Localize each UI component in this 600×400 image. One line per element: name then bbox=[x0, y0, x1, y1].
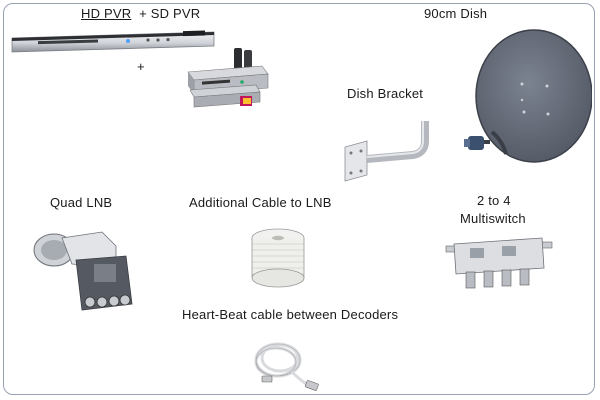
multiswitch-label-line1: 2 to 4 bbox=[477, 193, 511, 208]
satellite-dish-icon bbox=[462, 24, 592, 174]
cable-reel-icon bbox=[248, 226, 308, 290]
heartbeat-cable-label: Heart-Beat cable between Decoders bbox=[182, 307, 399, 322]
additional-cable-label: Additional Cable to LNB bbox=[189, 195, 332, 210]
dish-bracket-label: Dish Bracket bbox=[347, 86, 424, 101]
coaxial-cable-coil-icon bbox=[248, 332, 324, 394]
sd-pvr-text: + SD PVR bbox=[139, 6, 201, 21]
hd-pvr-text: HD PVR bbox=[81, 6, 132, 21]
hd-pvr-label: HD PVR + SD PVR bbox=[81, 6, 200, 21]
dish-label: 90cm Dish bbox=[424, 6, 488, 21]
multiswitch-label-line2: Multiswitch bbox=[460, 211, 526, 226]
quad-lnb-icon bbox=[32, 224, 142, 319]
multiswitch-icon bbox=[444, 232, 554, 294]
hd-pvr-decoder-icon bbox=[8, 30, 218, 54]
quad-lnb-label: Quad LNB bbox=[50, 195, 113, 210]
sd-pvr-decoder-icon bbox=[182, 46, 272, 112]
plus-sign: + bbox=[137, 59, 145, 74]
equipment-panel: HD PVR + SD PVR 90cm Dish Dish Bracket Q… bbox=[3, 3, 595, 395]
dish-bracket-icon bbox=[339, 119, 439, 189]
